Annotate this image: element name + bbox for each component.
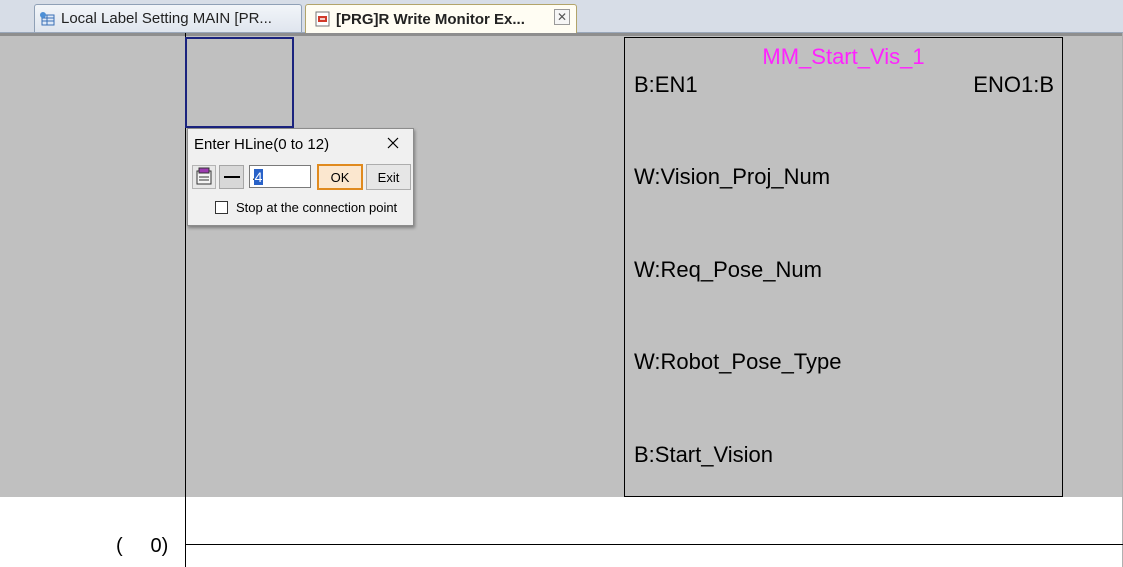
left-power-rail xyxy=(185,33,186,567)
function-block-instance-name: MM_Start_Vis_1 xyxy=(762,44,925,69)
ladder-rung-area[interactable] xyxy=(0,33,1123,497)
function-block-eno-label: ENO1:B xyxy=(973,72,1054,97)
function-block-input: B:Start_Vision xyxy=(634,442,774,467)
function-block-input: W:Robot_Pose_Type xyxy=(634,349,842,374)
program-icon xyxy=(315,11,330,27)
ladder-editor[interactable]: MM_Start_Vis_1 B:EN1 ENO1:B W:Vision_Pro… xyxy=(0,33,1123,567)
exit-button[interactable]: Exit xyxy=(366,164,411,190)
tab-label: Local Label Setting MAIN [PR... xyxy=(61,10,272,27)
stop-at-connection-label: Stop at the connection point xyxy=(236,200,398,215)
document-tab-bar: Local Label Setting MAIN [PR... [PRG]R W… xyxy=(0,0,1123,33)
template-icon-button[interactable] xyxy=(192,165,216,189)
function-block-input: W:Req_Pose_Num xyxy=(634,257,822,282)
function-block-input: W:Vision_Proj_Num xyxy=(634,164,831,189)
stop-at-connection-checkbox[interactable] xyxy=(215,201,228,214)
horizontal-line-icon-button[interactable] xyxy=(219,165,244,189)
tab-program-write-monitor[interactable]: [PRG]R Write Monitor Ex... ✕ xyxy=(305,4,577,33)
step-number: ( 0) xyxy=(116,535,169,557)
function-block-en-label: B:EN1 xyxy=(634,72,698,97)
function-block[interactable]: MM_Start_Vis_1 B:EN1 ENO1:B W:Vision_Pro… xyxy=(624,37,1063,497)
label-table-icon xyxy=(40,11,55,25)
dialog-input-row: 4 OK Exit xyxy=(192,163,412,190)
tab-label: [PRG]R Write Monitor Ex... xyxy=(336,10,525,28)
tab-local-label-setting[interactable]: Local Label Setting MAIN [PR... xyxy=(34,4,302,32)
close-icon[interactable] xyxy=(385,135,401,151)
stop-at-connection-option[interactable]: Stop at the connection point xyxy=(215,200,397,215)
horizontal-line-icon xyxy=(224,176,240,178)
dialog-title: Enter HLine(0 to 12) xyxy=(194,136,330,153)
close-tab-icon[interactable]: ✕ xyxy=(554,9,570,25)
enter-hline-dialog: Enter HLine(0 to 12) 4 OK Exit Stop at t… xyxy=(187,128,414,226)
template-icon xyxy=(196,167,212,185)
ok-button[interactable]: OK xyxy=(317,164,363,190)
hline-count-input[interactable] xyxy=(249,165,311,188)
editor-cursor[interactable] xyxy=(185,37,294,128)
rung-line xyxy=(186,544,1123,545)
